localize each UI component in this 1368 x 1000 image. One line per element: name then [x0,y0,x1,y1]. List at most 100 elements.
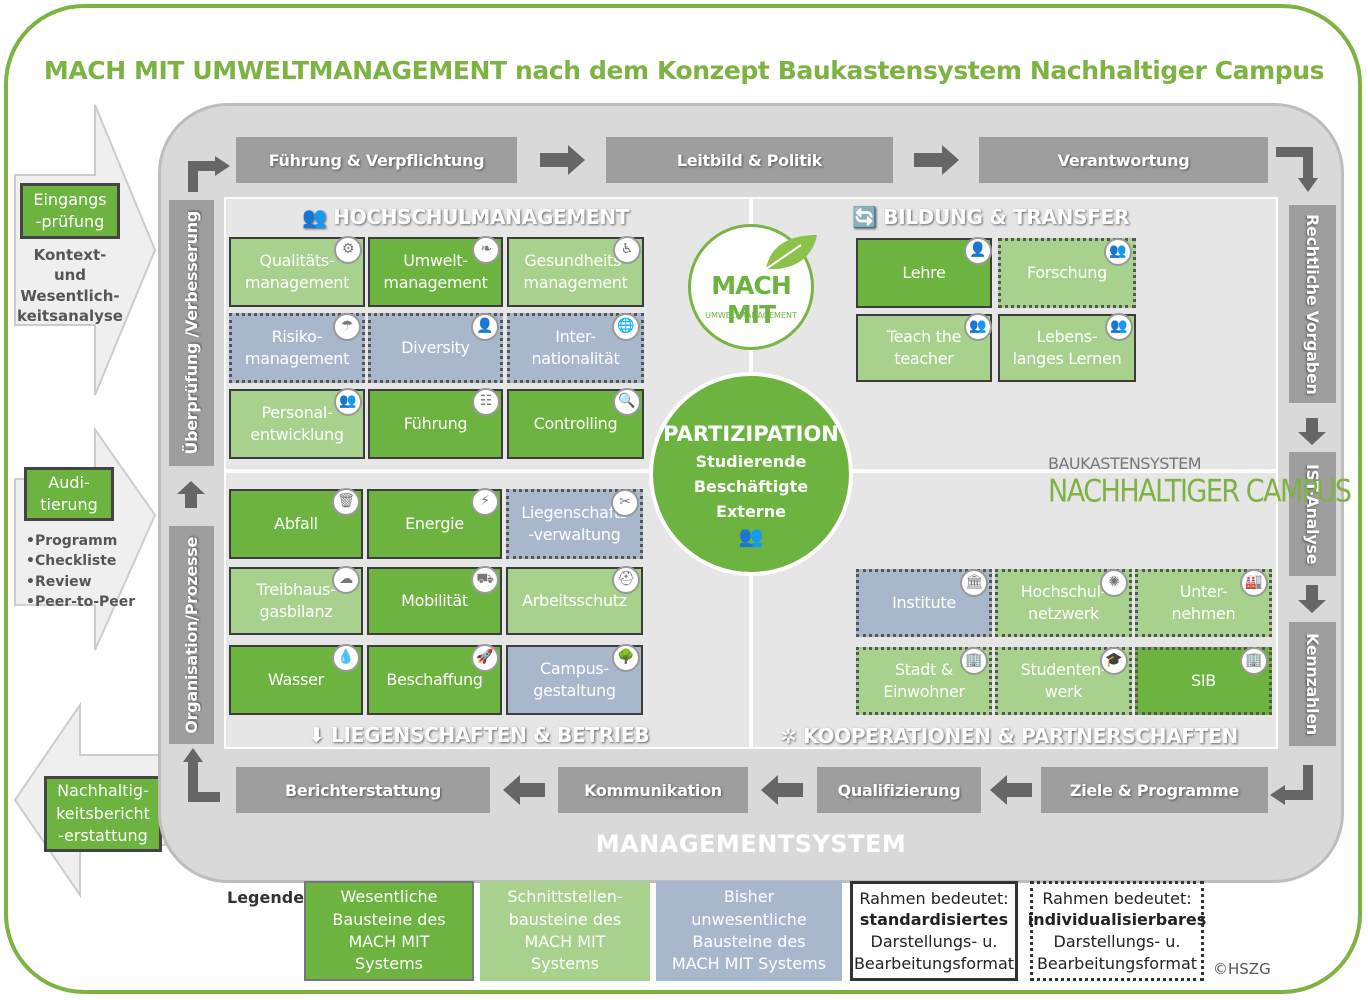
legend-interface: Schnittstellen- bausteine des MACH MIT S… [480,881,650,981]
tile-liegenschaftsverwaltung: Liegenschafts -verwaltung✂ [506,489,643,559]
tile-lehre: Lehre👤 [856,237,992,308]
globe-icon: 🌐 [612,313,640,341]
building-icon: 🏢 [1240,647,1268,675]
bar-leitbild: Leitbild & Politik [606,137,893,183]
helmet-icon: ⛑ [612,566,640,594]
hm-title: 👥 HOCHSCHULMANAGEMENT [302,205,630,229]
bar-fuehrung: Führung & Verpflichtung [236,137,517,183]
graduate-icon: 🎓 [1100,647,1128,675]
bar-kommunikation: Kommunikation [558,767,748,813]
tile-mobilitaet: Mobilität⛟ [367,566,502,635]
water-tap-icon: 💧 [332,644,360,672]
institution-icon: 🏛 [960,569,988,597]
factory-icon: 🏭 [1240,569,1268,597]
tile-teach-the-teacher: Teach the teacher👥 [856,313,992,382]
city-icon: 🏢 [960,647,988,675]
plug-icon: ⚡ [471,488,499,516]
tile-wasser: Wasser💧 [229,644,363,715]
tile-lebenslanges-lernen: Lebens- langes Lernen👥 [998,313,1136,382]
building-icon: ⬇ [308,723,332,747]
participation-circle: PARTIZIPATION Studierende Beschäftigte E… [649,372,853,576]
tile-stadt-einwohner: Stadt & Einwohner🏢 [856,647,992,715]
tile-risikomanagement: Risiko- management☂ [229,313,365,383]
tile-personalentwicklung: Personal- entwicklung👥 [229,388,365,459]
people-group-icon: 👥 [738,524,764,549]
tile-beschaffung: Beschaffung🚀 [367,644,502,715]
tile-qualitaetsmanagement: Qualitäts- management⚙ [229,236,365,307]
tile-internationalitaet: Inter- nationalität🌐 [507,313,644,383]
tile-arbeitsschutz: Arbeitsschutz⛑ [506,566,643,635]
tile-campusgestaltung: Campus- gestaltung🌳 [506,644,643,715]
logo-sub: UMWELTMANAGEMENT [705,311,797,320]
person-icon: 👤 [471,313,499,341]
runner-icon: ♿ [613,236,641,264]
tile-umweltmanagement: Umwelt- management❧ [368,236,503,307]
audience-icon: 👥 [964,313,992,341]
eingangspruefung-box: Eingangs -prüfung [20,183,120,239]
trash-icon: 🗑 [332,488,360,516]
class-icon: 👥 [1105,313,1133,341]
tools-icon: ✂ [611,489,639,517]
road-icon: ⛟ [471,566,499,594]
bar-berichterstattung: Berichterstattung [236,767,490,813]
tile-forschung: Forschung👥 [998,238,1136,308]
participation-beschaeftigte: Beschäftigte [693,476,809,496]
legend-label: Legende: [227,888,311,907]
magnifier-icon: 🔍 [613,388,641,416]
rocket-icon: 🚀 [471,644,499,672]
lb-title: ⬇ LIEGENSCHAFTEN & BETRIEB [308,723,650,747]
bar-kennzahlen: Kennzahlen [1289,622,1336,746]
cloud-icon: ☁ [332,566,360,594]
teacher-icon: 👤 [964,237,992,265]
people-icon: 👥 [302,205,334,229]
campus-line2: NACHHALTIGER CAMPUS [1048,474,1352,510]
gear-icon: ✲ [780,724,804,748]
tile-sib: SIB🏢 [1135,647,1272,715]
org-chart-icon: ☷ [472,388,500,416]
tile-fuehrung: Führung☷ [368,388,503,459]
campus-line1: BAUKASTENSYSTEM [1048,454,1202,473]
leaf-icon [765,235,817,270]
auditierung-box: Audi- tierung [24,467,114,521]
tile-hochschulnetzwerk: Hochschul- netzwerk✺ [995,569,1132,637]
tile-institute: Institute🏛 [856,569,992,637]
kp-title: ✲ KOOPERATIONEN & PARTNERSCHAFTEN [780,724,1238,748]
gears-icon: ⚙ [334,236,362,264]
tile-energie: Energie⚡ [367,488,502,559]
tile-gesundheitsmanagement: Gesundheits- management♿ [507,236,644,307]
umbrella-icon: ☂ [333,313,361,341]
nachhaltigkeitsbericht-box: Nachhaltig- keitsbericht -erstattung [44,776,162,852]
tile-abfall: Abfall🗑 [229,488,363,559]
mach-mit-logo: MACH MIT UMWELTMANAGEMENT [688,224,817,350]
participation-studierende: Studierende [695,452,807,471]
tile-studentenwerk: Studenten- werk🎓 [995,647,1132,715]
bt-title: 🔄 BILDUNG & TRANSFER [852,205,1130,229]
copyright: ©HSZG [1213,960,1271,978]
group-icon: 👥 [334,388,362,416]
kontext-text: Kontext- und Wesentlich- keitsanalyse [17,246,123,325]
leaf-icon: ❧ [472,236,500,264]
participation-externe: Externe [716,501,786,521]
legend-nonessential: Bisher unwesentliche Bausteine des MACH … [656,881,842,981]
legend-essential: Wesentliche Bausteine des MACH MIT Syste… [304,881,474,981]
participation-title: PARTIZIPATION [663,422,839,446]
bar-ziele: Ziele & Programme [1041,767,1268,813]
bar-rechtliche-vorgaben: Rechtliche Vorgaben [1289,205,1336,403]
bar-ueberpruefung: Überprüfung /Verbesserung [169,200,214,466]
tile-treibhausgasbilanz: Treibhaus- gasbilanz☁ [229,566,363,635]
tile-controlling: Controlling🔍 [507,388,644,459]
network-icon: ✺ [1100,569,1128,597]
page-title: MACH MIT UMWELTMANAGEMENT nach dem Konze… [43,56,1325,85]
bar-qualifizierung: Qualifizierung [817,767,981,813]
arrow-right-top [14,104,157,396]
bar-organisation: Organisation/Prozesse [169,526,214,744]
tile-diversity: Diversity👤 [368,313,503,383]
bar-verantwortung: Verantwortung [979,137,1268,183]
transfer-icon: 🔄 [852,205,884,229]
bar-ist-analyse: IST-Analyse [1289,452,1336,576]
research-icon: 👥 [1104,238,1132,266]
tree-icon: 🌳 [612,644,640,672]
tile-unternehmen: Unter- nehmen🏭 [1135,569,1272,637]
